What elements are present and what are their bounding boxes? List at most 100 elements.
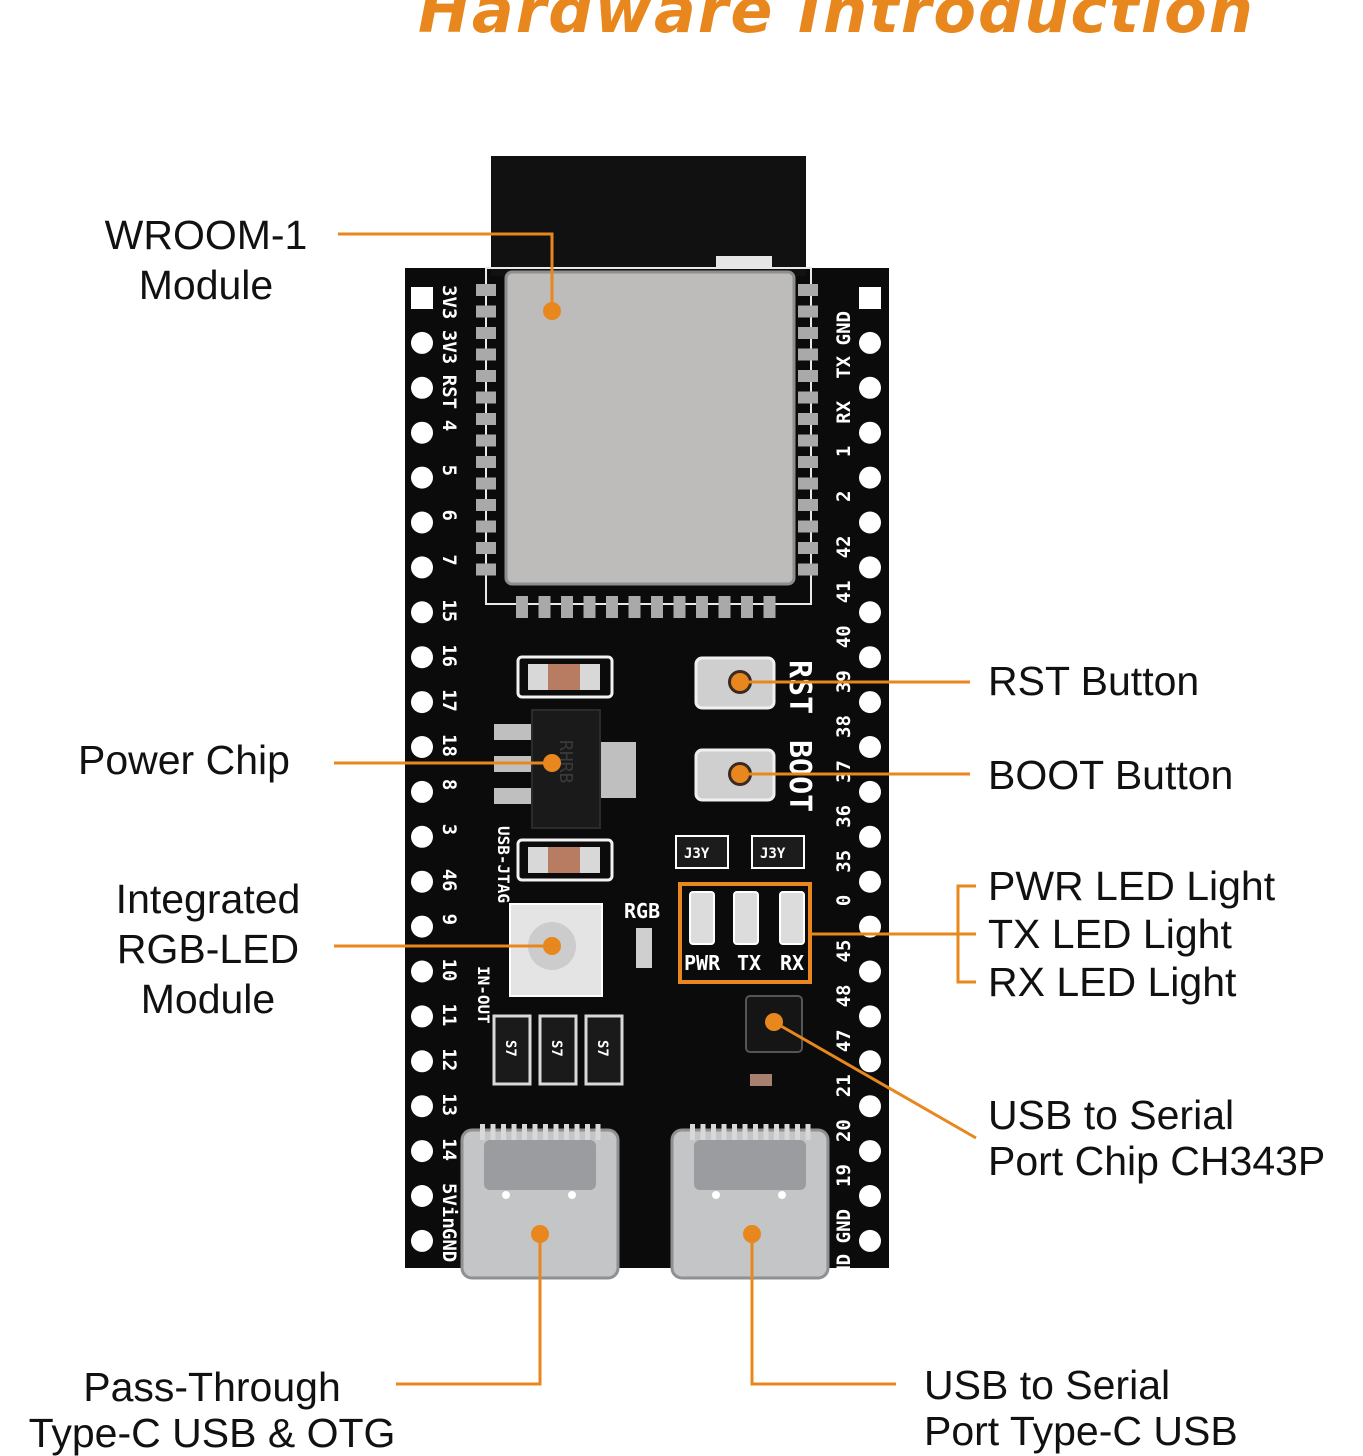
left-pin-label: 7 — [438, 554, 460, 565]
header-pin — [859, 1185, 881, 1207]
right-pin-label: 35 — [833, 850, 855, 873]
usb-contact — [700, 1124, 706, 1140]
header-pin — [859, 736, 881, 758]
left-pin-label: RST — [438, 375, 460, 409]
header-pin — [411, 376, 433, 399]
right-pin-label: 37 — [833, 760, 855, 783]
module-pad — [651, 596, 663, 618]
left-pin-label: 17 — [438, 689, 460, 712]
label-line: USB to Serial — [988, 1092, 1235, 1138]
header-pin — [411, 1005, 433, 1028]
module-pad — [798, 520, 818, 533]
usb-port-opening — [694, 1140, 806, 1190]
regulator-lead — [494, 788, 534, 804]
usb-contact — [564, 1124, 569, 1140]
label-tx-led: TX LED Light — [988, 911, 1232, 957]
right-pin-label: GND — [833, 311, 855, 345]
header-pin — [859, 1050, 881, 1073]
right-pin-label: 19 — [833, 1164, 855, 1187]
module-pad — [696, 596, 708, 618]
silk-rst: RST — [782, 660, 817, 714]
header-pins: 3V33V3RST4567151617188346910111213145Vin… — [411, 285, 881, 1288]
module-pad — [476, 413, 496, 425]
usb-contact — [543, 1124, 548, 1140]
usb-contact — [690, 1124, 695, 1140]
capacitor — [516, 838, 614, 882]
header-pin — [859, 511, 881, 534]
header-pin — [411, 1050, 433, 1073]
callout-dot — [743, 1225, 761, 1243]
right-pin-label: 1 — [833, 446, 855, 457]
header-pin — [859, 1095, 881, 1118]
page-title: Hardware Introduction — [418, 0, 1255, 47]
right-pin-label: 0 — [833, 895, 855, 906]
usb-contact — [574, 1124, 580, 1140]
right-pin-label: 21 — [833, 1074, 855, 1097]
left-pin-label: 15 — [438, 599, 460, 622]
callout-ch343p — [773, 1020, 977, 1140]
header-pin — [411, 960, 433, 983]
module-pad — [476, 456, 496, 468]
left-pin-label: 8 — [438, 779, 460, 790]
usb-contact — [784, 1124, 790, 1140]
resistor — [636, 928, 652, 968]
usb-contact — [511, 1124, 517, 1140]
module-pad — [798, 327, 818, 339]
regulator-lead — [494, 724, 534, 740]
label-led-lights: PWR LED Light TX LED Light RX LED Light — [988, 862, 1275, 1006]
diode — [538, 1014, 578, 1086]
silk-usb-jtag: USB-JTAG — [494, 826, 513, 903]
usb-contact — [480, 1124, 485, 1140]
right-pin-label: 36 — [833, 805, 855, 828]
right-pin-label: RX — [833, 400, 855, 423]
left-pin-label: 4 — [438, 420, 460, 431]
label-line: Integrated — [115, 876, 301, 922]
header-pin — [411, 691, 433, 714]
module-pad — [583, 596, 596, 618]
silk-rgb: RGB — [624, 899, 660, 923]
left-pin-label: 9 — [438, 914, 460, 925]
right-pin-label: GND — [833, 1254, 855, 1288]
module-pad — [798, 284, 818, 296]
module-pad — [798, 456, 818, 468]
header-pin — [859, 376, 881, 399]
label-line: Type-C USB & OTG — [28, 1410, 396, 1456]
capacitor-core — [548, 847, 580, 873]
left-pin-label: 3 — [438, 824, 460, 835]
module-tab — [716, 256, 772, 268]
castellated-pads — [476, 284, 818, 618]
right-pin-label: GND — [833, 1209, 855, 1243]
header-pin — [411, 825, 433, 848]
usb-contact — [774, 1124, 779, 1140]
module-pad — [476, 370, 496, 382]
module-pad — [673, 596, 686, 618]
label-pwr-led: PWR LED Light — [988, 863, 1276, 909]
module-pad — [476, 434, 496, 447]
right-pin-label: 45 — [833, 940, 855, 963]
right-pin-label: 47 — [833, 1029, 855, 1052]
usb-hole — [568, 1191, 576, 1199]
module-pad — [561, 596, 573, 618]
right-pin-label: 38 — [833, 715, 855, 738]
left-pin-label: 3V3 — [438, 285, 460, 319]
label-boot-button: BOOT Button — [988, 752, 1234, 798]
header-pin — [411, 646, 433, 669]
label-rx-led: RX LED Light — [988, 959, 1237, 1005]
silk-pwr: PWR — [684, 951, 721, 975]
module-pad — [476, 520, 496, 533]
left-pin-label: 14 — [438, 1138, 460, 1161]
module-pad — [798, 477, 818, 490]
header-pin — [411, 601, 433, 624]
transistor — [751, 835, 805, 869]
callout-dots — [531, 302, 783, 1243]
usb-port-opening — [484, 1140, 596, 1190]
module-pad — [476, 563, 496, 576]
right-pin-label: 2 — [833, 491, 855, 502]
label-line: WROOM-1 — [104, 212, 308, 258]
module-pad — [628, 596, 641, 618]
callout-dot — [731, 673, 749, 691]
header-pin — [859, 1005, 881, 1028]
usb-contact — [711, 1124, 716, 1140]
